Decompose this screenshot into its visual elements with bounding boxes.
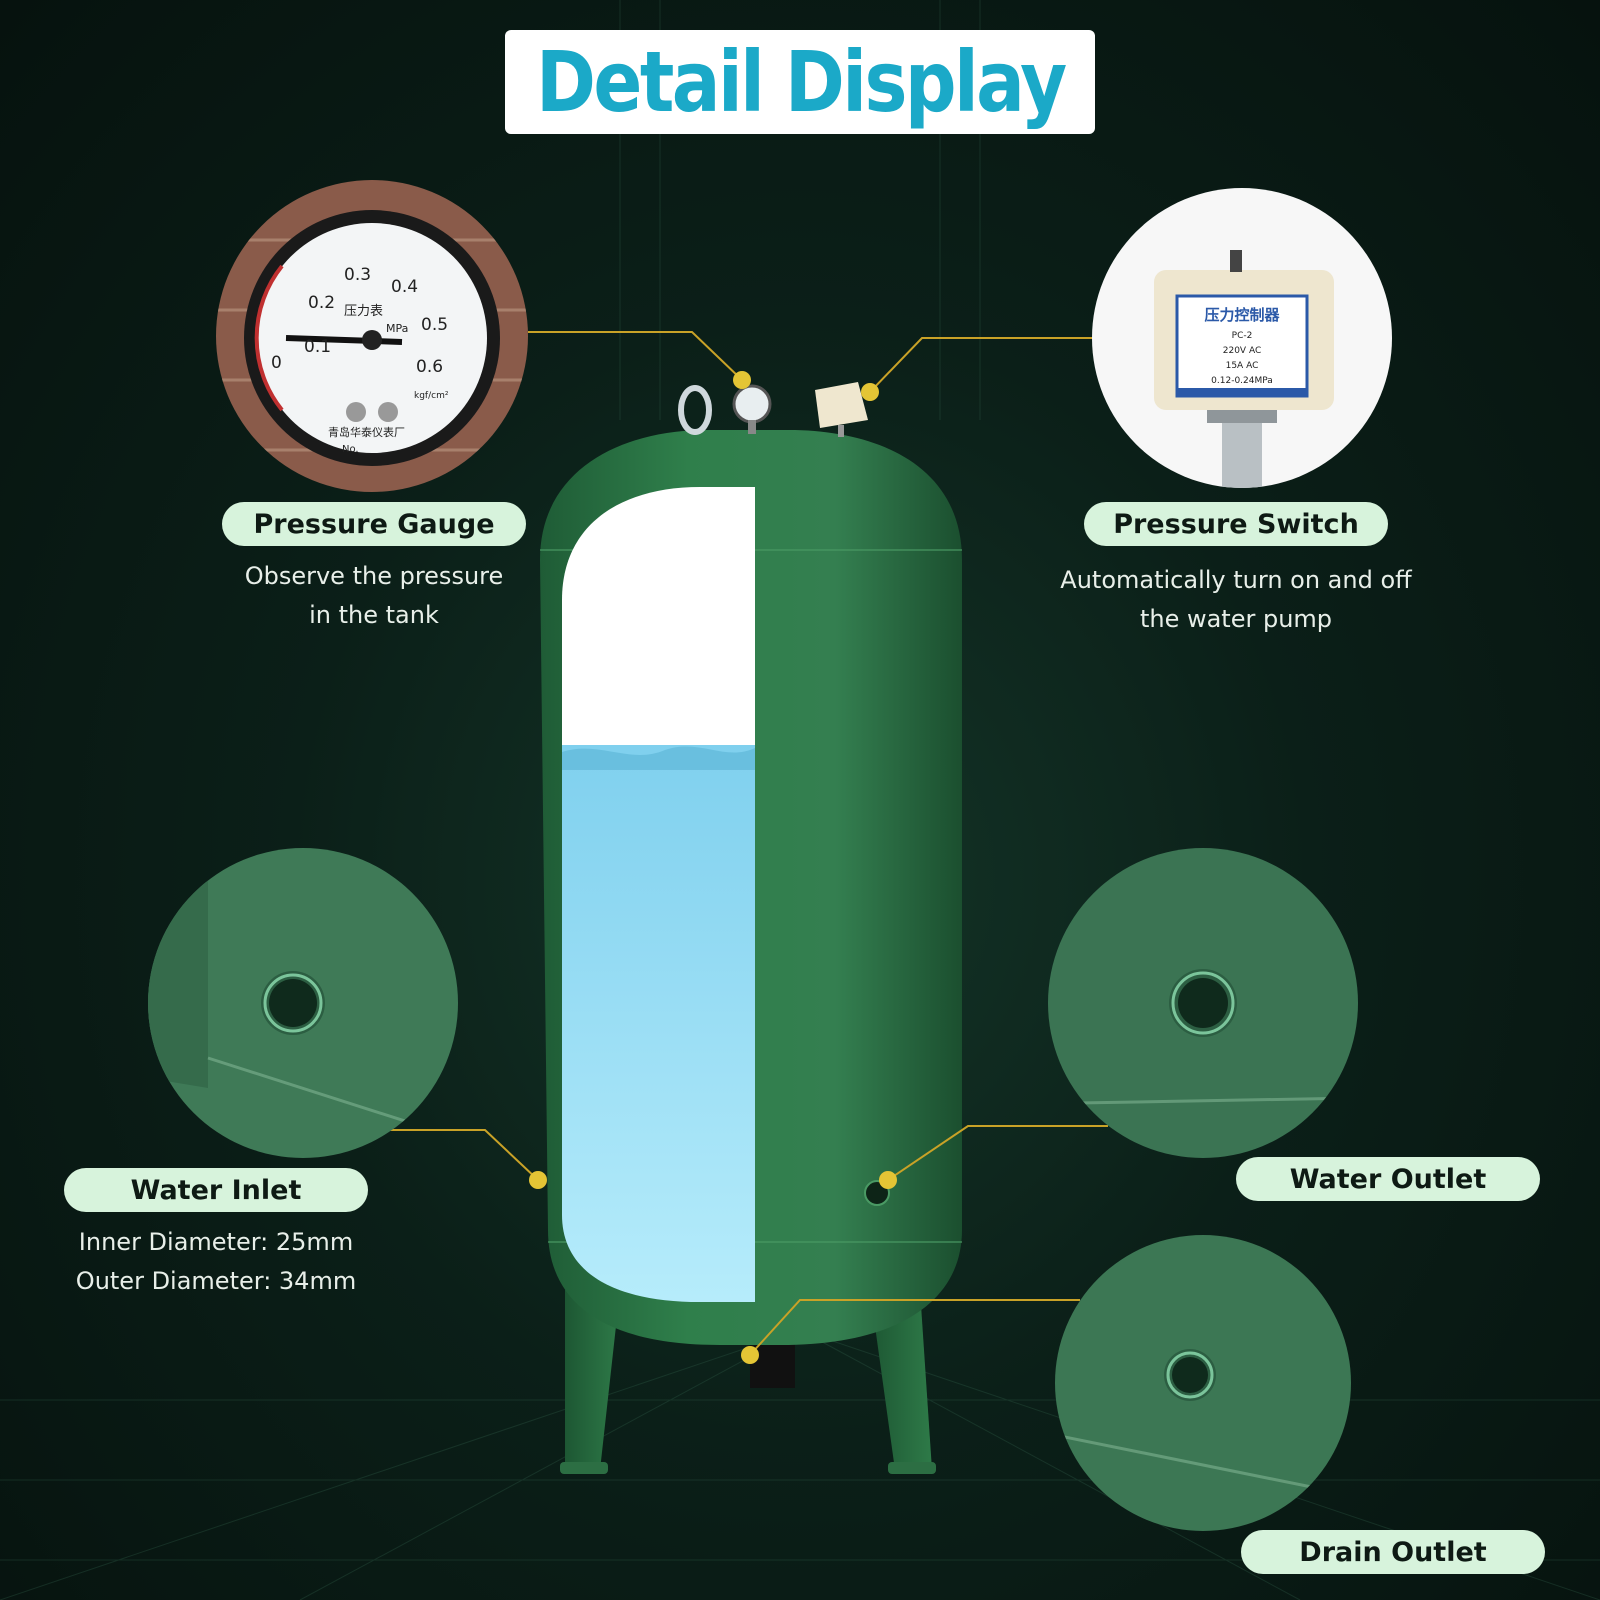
lifting-eye	[678, 385, 712, 435]
water-inlet-desc-line1: Inner Diameter: 25mm	[78, 1228, 354, 1256]
water-inlet-photo	[148, 848, 458, 1158]
water-inlet-label: Water Inlet	[64, 1168, 368, 1212]
pressure-switch-desc-line2: the water pump	[1139, 605, 1333, 633]
pressure-switch-photo: 压力控制器 PC-2 220V AC 15A AC 0.12-0.24MPa	[1092, 188, 1392, 488]
pressure-gauge-desc-line2: in the tank	[309, 601, 439, 629]
pressure-gauge-label: Pressure Gauge	[222, 502, 526, 546]
outlet-callout-dot	[879, 1171, 897, 1189]
drain-outlet-label: Drain Outlet	[1241, 1530, 1545, 1574]
gauge-scale-3: 0.3	[344, 265, 371, 285]
tank-leg-right	[870, 1290, 932, 1470]
switch-model: PC-2	[1232, 331, 1253, 341]
pressure-gauge-desc-line1: Observe the pressure	[244, 562, 504, 590]
drain-callout-line	[749, 1299, 1080, 1356]
drain-outlet-label-text: Drain Outlet	[1299, 1536, 1487, 1568]
pressure-switch-description: Automatically turn on and off the water …	[1036, 561, 1436, 639]
switch-callout-line	[869, 337, 1092, 393]
tank-cutaway-air	[562, 487, 755, 745]
gauge-callout-dot	[733, 371, 751, 389]
water-inlet-label-text: Water Inlet	[130, 1174, 302, 1206]
pressure-gauge-label-text: Pressure Gauge	[253, 508, 495, 540]
inlet-callout-line	[385, 1129, 539, 1181]
switch-voltage: 220V AC	[1223, 346, 1261, 356]
gauge-number: No.______	[342, 444, 390, 455]
gauge-unit-kgf: kgf/cm²	[414, 391, 449, 401]
gauge-scale-6: 0.6	[416, 357, 443, 377]
switch-range: 0.12-0.24MPa	[1211, 376, 1273, 386]
water-outlet-label-text: Water Outlet	[1289, 1163, 1487, 1195]
tank-leg-left	[565, 1290, 620, 1470]
pressure-switch-desc-line1: Automatically turn on and off	[1060, 566, 1412, 594]
switch-label: 压力控制器	[1204, 306, 1280, 324]
pressure-gauge-description: Observe the pressure in the tank	[222, 557, 526, 635]
gauge-callout-line	[528, 331, 743, 381]
pressure-switch-label: Pressure Switch	[1084, 502, 1388, 546]
switch-current: 15A AC	[1226, 361, 1259, 371]
drain-callout-dot	[741, 1346, 759, 1364]
water-inlet-desc-line2: Outer Diameter: 34mm	[75, 1267, 357, 1295]
water-outlet-photo	[1048, 848, 1358, 1158]
mini-gauge	[732, 384, 772, 424]
gauge-scale-5: 0.5	[421, 315, 448, 335]
tank-cutaway-water	[562, 745, 755, 1302]
pressure-gauge-photo: 0 0.1 0.2 0.3 0.4 0.5 0.6 压力表 MPa kgf/cm…	[216, 180, 528, 492]
switch-callout-dot	[861, 383, 879, 401]
gauge-unit-mpa: MPa	[386, 322, 408, 335]
page-title: Detail Display	[535, 33, 1067, 131]
inlet-callout-dot	[529, 1171, 547, 1189]
gauge-scale-2: 0.2	[308, 293, 335, 313]
water-inlet-description: Inner Diameter: 25mm Outer Diameter: 34m…	[44, 1223, 388, 1301]
gauge-scale-1: 0.1	[304, 337, 331, 357]
drain-outlet-photo	[1055, 1235, 1351, 1531]
title-banner: Detail Display	[505, 30, 1095, 134]
gauge-maker: 青岛华泰仪表厂	[328, 425, 405, 439]
outlet-callout-line	[887, 1125, 1108, 1181]
gauge-label: 压力表	[344, 304, 383, 319]
mini-switch	[815, 382, 868, 428]
water-outlet-label: Water Outlet	[1236, 1157, 1540, 1201]
pressure-switch-label-text: Pressure Switch	[1113, 508, 1359, 540]
gauge-scale-4: 0.4	[391, 277, 418, 297]
gauge-scale-0: 0	[271, 353, 282, 373]
